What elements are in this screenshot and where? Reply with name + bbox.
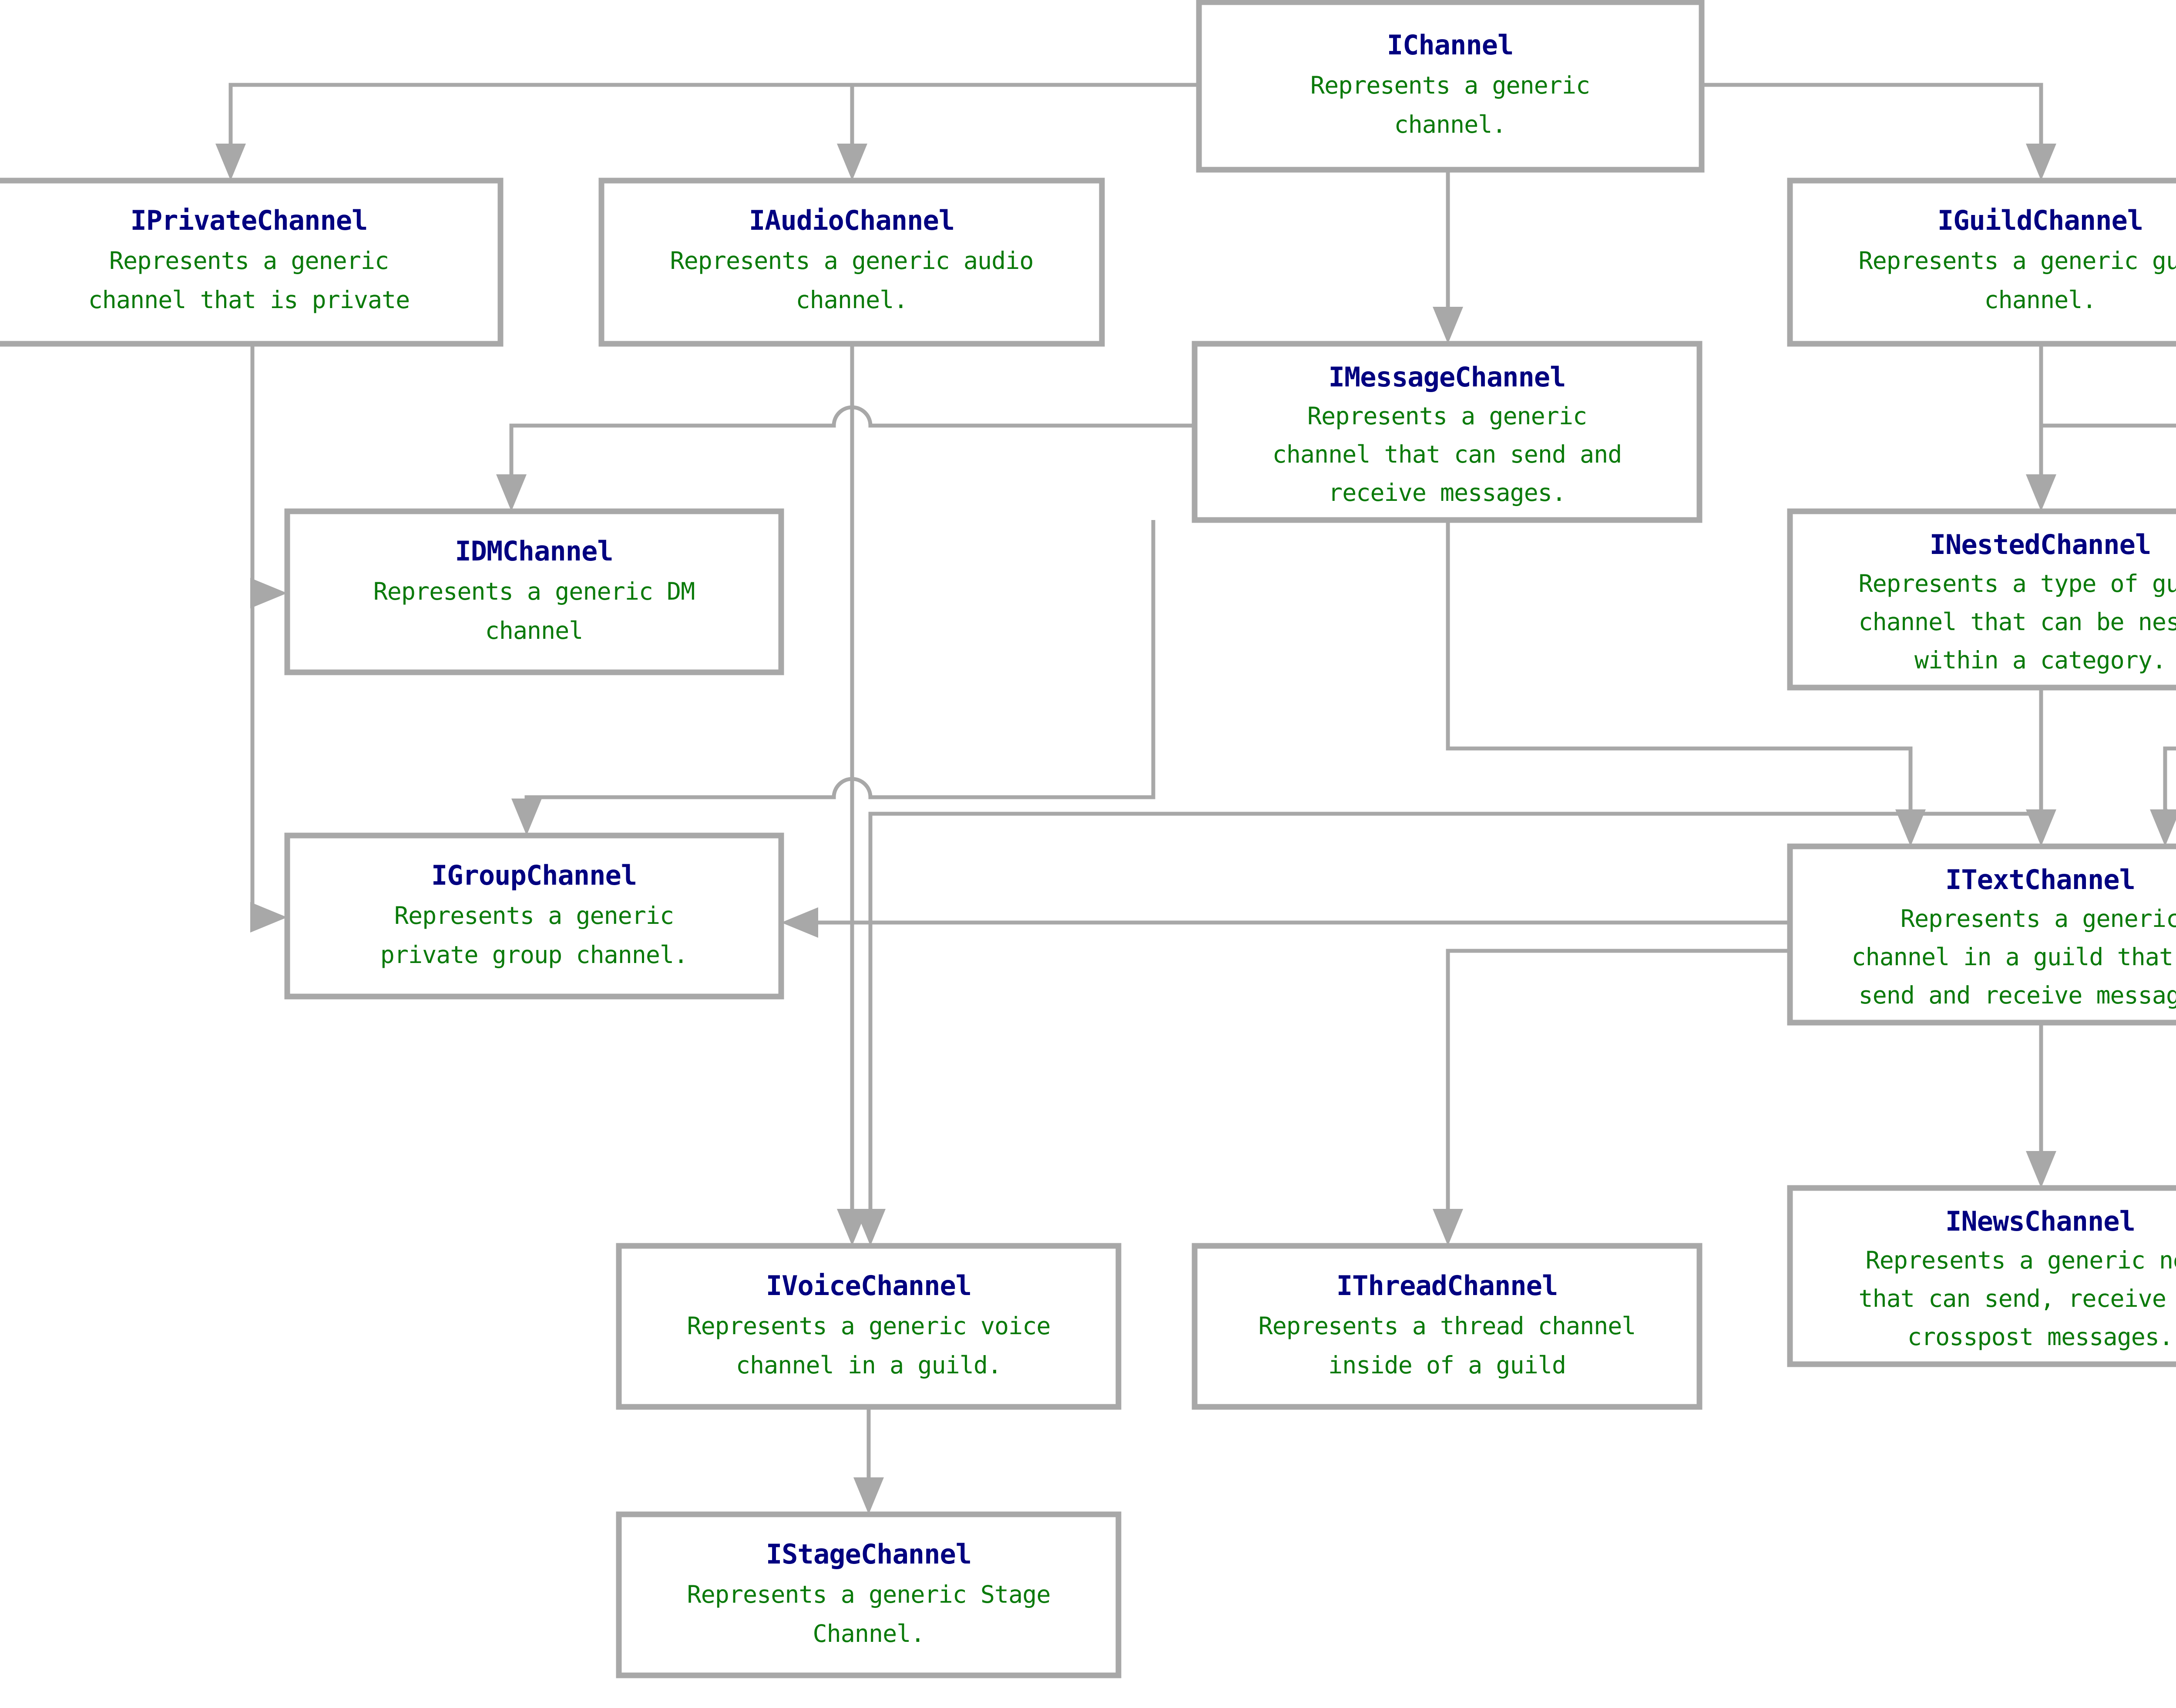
node-istagechannel-desc-line-1: Channel.: [813, 1620, 925, 1648]
node-inestedchannel[interactable]: INestedChannel Represents a type of guil…: [1787, 508, 2176, 691]
node-ithreadchannel-desc-line-0: Represents a thread channel: [1258, 1312, 1635, 1340]
edge-ivoicechannel-to-istagechannel: [853, 1407, 884, 1514]
node-iprivatechannel-desc-line-1: channel that is private: [88, 286, 410, 314]
node-igroupchannel[interactable]: IGroupChannel Represents a generic priva…: [284, 832, 784, 1000]
node-imessagechannel-desc-line-0: Represents a generic: [1307, 402, 1587, 430]
node-ichannel-desc-line-1: channel.: [1394, 111, 1506, 138]
edge-itextchannel-to-inewschannel: [2026, 1023, 2056, 1188]
node-igroupchannel-desc-line-1: private group channel.: [380, 941, 688, 969]
node-inestedchannel-desc-line-2: within a category.: [1914, 646, 2166, 674]
node-iguildchannel-desc-line-1: channel.: [1985, 286, 2096, 314]
node-imessagechannel-title: IMessageChannel: [1329, 361, 1566, 393]
node-iprivatechannel[interactable]: IPrivateChannel Represents a generic cha…: [0, 178, 504, 347]
node-inewschannel[interactable]: INewsChannel Represents a generic news t…: [1787, 1185, 2176, 1367]
node-inewschannel-desc-line-1: that can send, receive and: [1859, 1285, 2176, 1312]
node-itextchannel-title: ITextChannel: [1945, 864, 2135, 896]
node-iaudiochannel-title: IAudioChannel: [749, 205, 954, 236]
node-igroupchannel-desc-line-0: Represents a generic: [394, 902, 674, 930]
node-iaudiochannel-desc-line-0: Represents a generic audio: [670, 247, 1034, 275]
edge-inestedchannel-to-ivoicechannel: [855, 688, 2043, 1246]
edge-imessagechannel-to-itextchannel: [1446, 520, 1926, 846]
edge-iguildchannel-to-iintegrationchannel: [2039, 344, 2176, 428]
node-ivoicechannel[interactable]: IVoiceChannel Represents a generic voice…: [616, 1243, 1122, 1410]
node-idmchannel[interactable]: IDMChannel Represents a generic DM chann…: [284, 508, 784, 675]
node-iguildchannel-title: IGuildChannel: [1938, 205, 2143, 236]
node-ichannel-title: IChannel: [1387, 29, 1514, 61]
node-istagechannel-title: IStageChannel: [766, 1538, 971, 1570]
node-ithreadchannel[interactable]: IThreadChannel Represents a thread chann…: [1192, 1243, 1703, 1410]
node-inewschannel-desc-line-0: Represents a generic news: [1866, 1246, 2176, 1274]
edge-inestedchannel-to-iforumchannel: [2163, 748, 2176, 825]
node-imessagechannel-desc-line-1: channel that can send and: [1273, 440, 1622, 468]
node-imessagechannel-desc-line-2: receive messages.: [1328, 479, 1566, 507]
node-iprivatechannel-desc-line-0: Represents a generic: [109, 247, 389, 275]
node-imessagechannel[interactable]: IMessageChannel Represents a generic cha…: [1192, 341, 1703, 523]
node-ichannel-desc-line-0: Represents a generic: [1310, 71, 1590, 99]
edge-itextchannel-to-ithreadchannel: [1433, 949, 1790, 1246]
node-idmchannel-desc-line-1: channel: [485, 617, 583, 644]
node-inestedchannel-desc-line-1: channel that can be nested: [1859, 608, 2176, 636]
edge-ichannel-to-iguildchannel: [1702, 83, 2056, 181]
node-ivoicechannel-desc-line-0: Represents a generic voice: [687, 1312, 1051, 1340]
node-ithreadchannel-desc-line-1: inside of a guild: [1328, 1351, 1566, 1379]
edge-iprivatechannel-to-igroupchannel: [250, 344, 287, 933]
node-iaudiochannel[interactable]: IAudioChannel Represents a generic audio…: [598, 178, 1105, 347]
edge-ichannel-to-imessagechannel: [1433, 170, 1463, 344]
node-iguildchannel[interactable]: IGuildChannel Represents a generic guild…: [1787, 178, 2176, 347]
node-itextchannel-desc-line-2: send and receive messages.: [1859, 981, 2176, 1009]
edge-itextchannel-to-igroupchannel: [781, 907, 1790, 938]
node-idmchannel-title: IDMChannel: [455, 535, 613, 567]
node-iaudiochannel-desc-line-1: channel.: [796, 286, 908, 314]
node-iguildchannel-desc-line-0: Represents a generic guild: [1859, 247, 2176, 275]
node-istagechannel-desc-line-0: Represents a generic Stage: [687, 1580, 1051, 1608]
node-inewschannel-desc-line-2: crosspost messages.: [1907, 1323, 2173, 1351]
node-ivoicechannel-title: IVoiceChannel: [766, 1270, 971, 1302]
node-inestedchannel-desc-line-0: Represents a type of guild: [1859, 570, 2176, 597]
node-iprivatechannel-title: IPrivateChannel: [131, 205, 368, 236]
node-igroupchannel-title: IGroupChannel: [431, 859, 637, 891]
node-ivoicechannel-desc-line-1: channel in a guild.: [736, 1351, 1001, 1379]
node-inestedchannel-title: INestedChannel: [1930, 529, 2151, 560]
node-idmchannel-desc-line-0: Represents a generic DM: [373, 577, 695, 605]
node-itextchannel-desc-line-0: Represents a generic: [1901, 905, 2176, 933]
node-inewschannel-title: INewsChannel: [1945, 1205, 2135, 1237]
node-itextchannel[interactable]: ITextChannel Represents a generic channe…: [1787, 843, 2176, 1026]
node-istagechannel[interactable]: IStageChannel Represents a generic Stage…: [616, 1511, 1122, 1678]
node-itextchannel-desc-line-1: channel in a guild that can: [1851, 943, 2176, 971]
node-ithreadchannel-title: IThreadChannel: [1336, 1270, 1558, 1302]
node-ichannel[interactable]: IChannel Represents a generic channel.: [1196, 0, 1705, 173]
edge-ichannel-to-iaudiochannel: [837, 83, 1199, 181]
